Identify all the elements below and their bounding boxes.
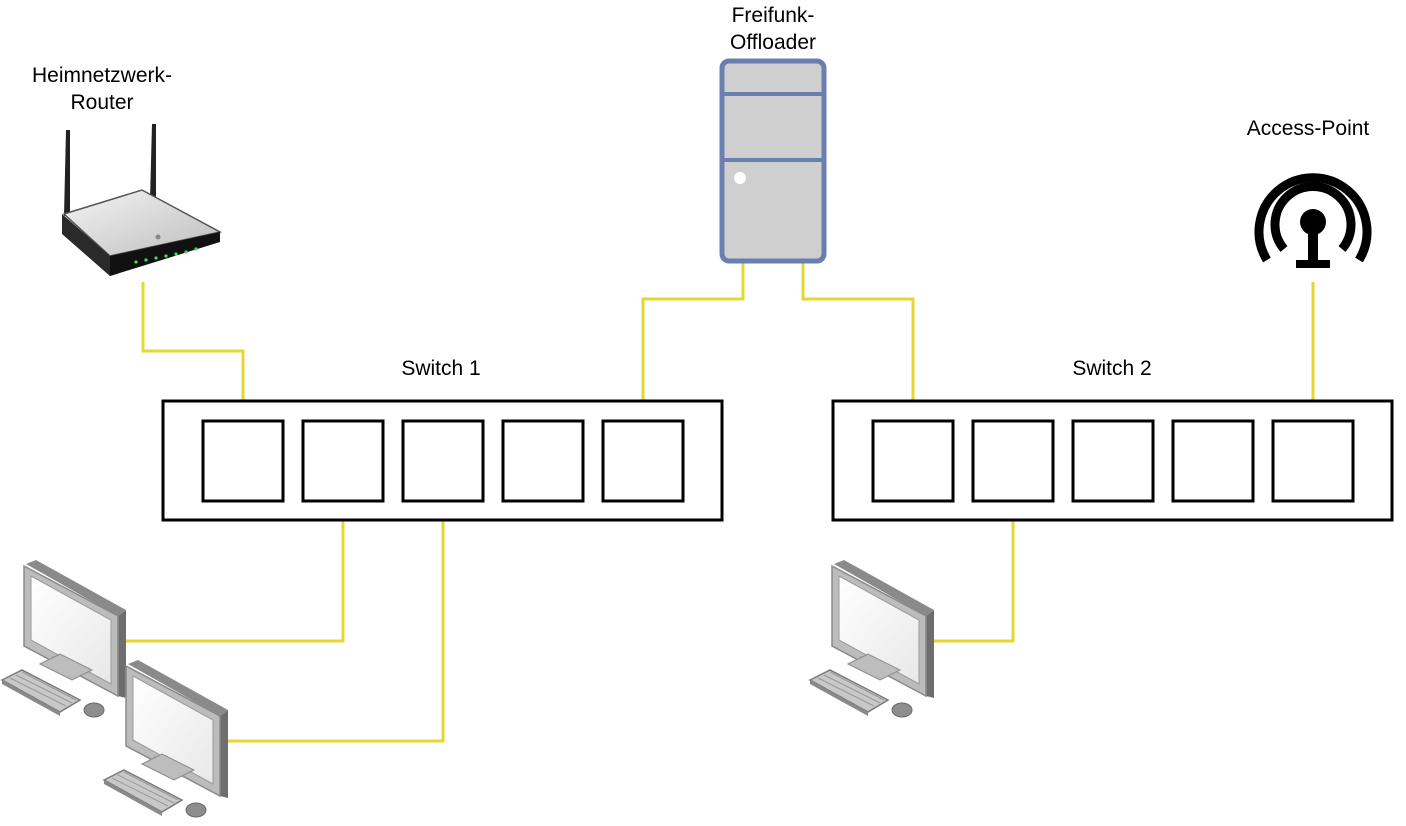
switch2-port-1 (871, 419, 955, 503)
cable-router-switch1 (141, 282, 245, 421)
switch1-port-4 (501, 419, 585, 503)
desktop-computer-icon (1, 559, 127, 718)
offloader-label-line1: Freifunk- (732, 4, 815, 27)
switch1-port-1 (201, 419, 285, 503)
switch2-port-5 (1271, 419, 1355, 503)
router-label-line2: Router (70, 91, 133, 114)
cables (118, 262, 1315, 743)
cable-pc3-switch2 (926, 501, 1015, 643)
switch1-port-2 (301, 419, 385, 503)
switch2-port-3 (1071, 419, 1155, 503)
cable-pc2-switch1 (220, 501, 445, 743)
switch1-label: Switch 1 (401, 357, 480, 380)
server-tower-icon (719, 58, 827, 264)
desktop-computer-icon (809, 559, 935, 718)
cable-offloader-switch2 (801, 262, 915, 421)
wifi-antenna-icon (1254, 173, 1372, 268)
offloader-label-line2: Offloader (730, 31, 816, 54)
switch2-port-2 (971, 419, 1055, 503)
switch2-port-4 (1171, 419, 1255, 503)
switch1-port-5 (601, 419, 685, 503)
switch1-port-3 (401, 419, 485, 503)
switch-2 (831, 399, 1394, 522)
wireless-router-icon (62, 124, 223, 276)
access-point-label: Access-Point (1247, 117, 1370, 140)
cable-pc1-switch1 (118, 501, 345, 643)
router-label-line1: Heimnetzwerk- (32, 64, 172, 87)
cable-offloader-switch1 (641, 262, 745, 421)
switch-1 (161, 399, 724, 522)
switch2-label: Switch 2 (1072, 357, 1151, 380)
